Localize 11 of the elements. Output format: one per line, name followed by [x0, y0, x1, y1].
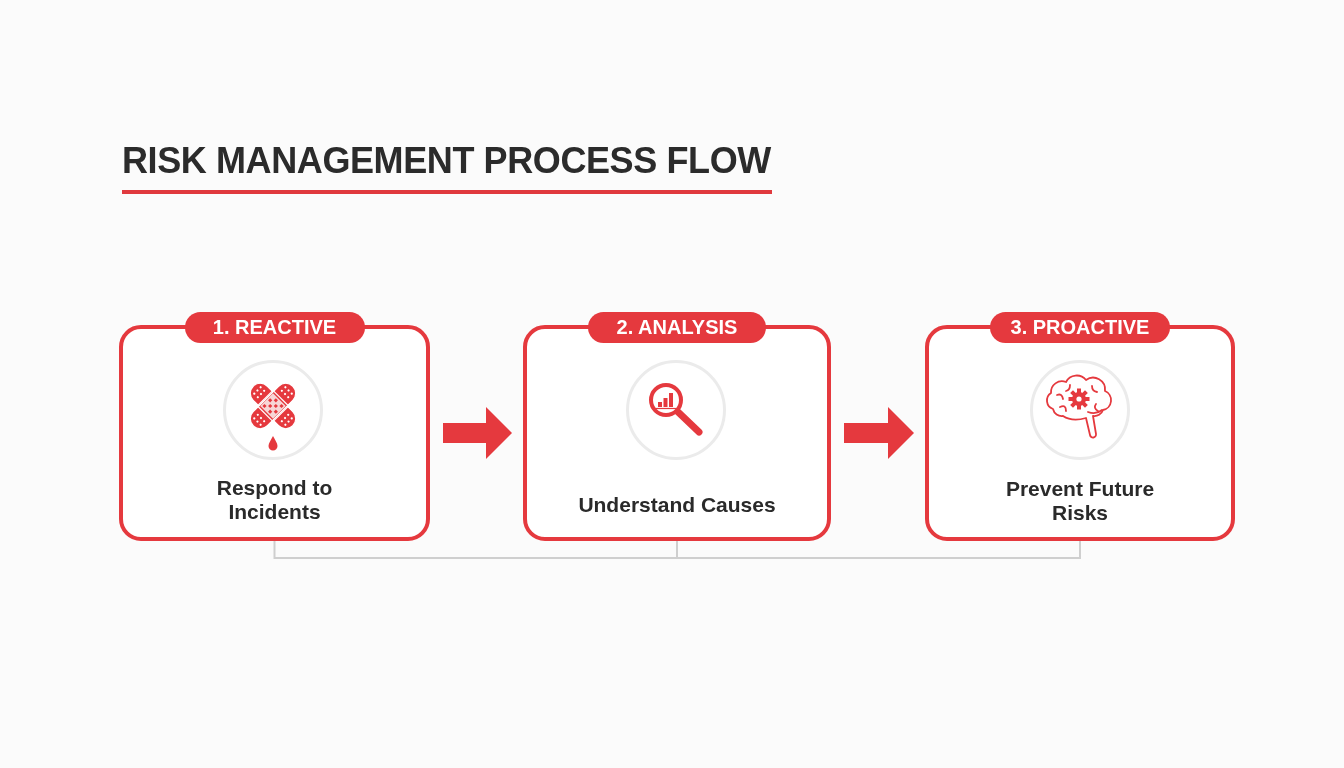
connector-line [676, 540, 1081, 559]
step-description: Understand Causes [577, 493, 777, 517]
arrow [443, 407, 512, 459]
step-description: Prevent Future Risks [1004, 477, 1156, 525]
title: RISK MANAGEMENT PROCESS FLOW [122, 139, 771, 183]
step-description: Respond to Incidents [215, 476, 334, 524]
arrow [844, 407, 914, 459]
step-badge: 3. PROACTIVE [990, 312, 1170, 343]
step-badge: 2. ANALYSIS [588, 312, 766, 343]
connector-line [273, 540, 678, 559]
step-badge: 1. REACTIVE [184, 312, 365, 343]
